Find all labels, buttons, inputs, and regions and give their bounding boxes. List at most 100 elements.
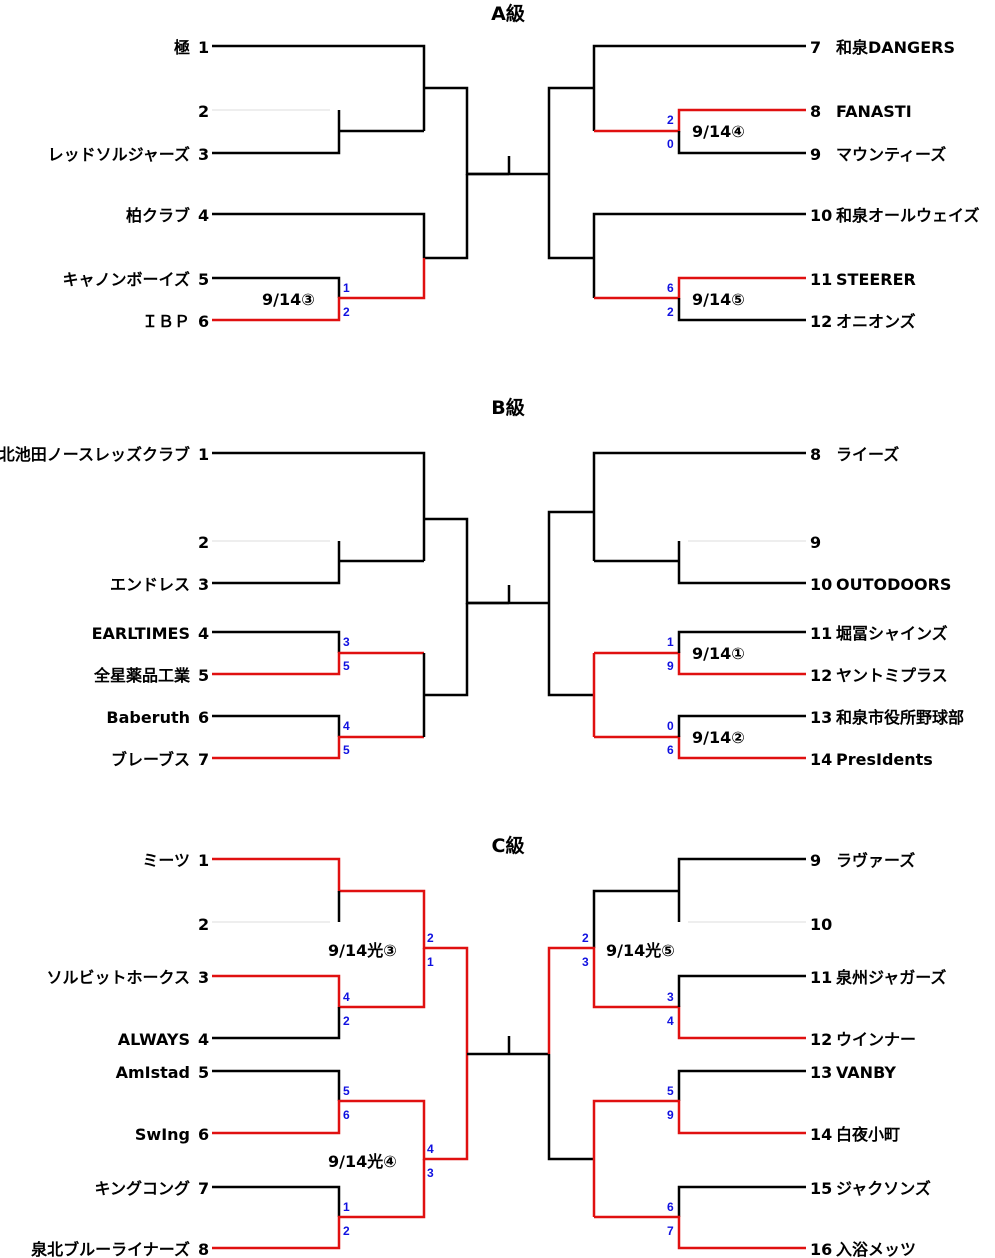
team-seed: 13 [810,1063,832,1082]
match-score: 4 [667,1014,674,1028]
match-score: 1 [427,955,434,969]
team-seed: 6 [198,312,209,331]
bracket-line [212,276,341,298]
team-name: 和泉DANGERS [836,38,955,57]
team-seed: 10 [810,915,832,934]
winner-line [212,857,469,1054]
team-seed: 9 [810,533,821,552]
bracket-a-title: A級 [491,2,525,25]
match-score: 4 [427,1142,434,1156]
team-name: 柏クラブ [126,206,190,225]
bracket-line [212,451,509,605]
team-seed: 6 [198,1125,209,1144]
team-seed: 5 [198,666,209,685]
team-name: STEERER [836,270,916,289]
match-label: 9/14光④ [328,1152,397,1171]
winner-line [594,1215,806,1250]
match-score: 6 [343,1108,350,1122]
team-name: FANASTI [836,102,912,121]
team-seed: 2 [198,533,209,552]
team-name: 北池田ノースレッズクラブ [0,445,190,464]
match-label: 9/14光⑤ [606,941,675,960]
team-name: 泉北ブルーライナーズ [31,1240,190,1258]
match-score: 5 [667,1084,674,1098]
match-score: 6 [667,281,674,295]
team-name: ジャクソンズ [836,1179,931,1198]
team-seed: 3 [198,575,209,594]
bracket-line [212,174,469,260]
team-name: 堀冨シャインズ [836,624,948,643]
match-score: 5 [343,1084,350,1098]
match-score: 3 [582,955,589,969]
match-score: 5 [343,659,350,673]
winner-line [212,735,424,760]
match-label: 9/14⑤ [692,290,745,309]
team-name: 入浴メッツ [836,1240,916,1258]
team-name: レッドソルジャーズ [48,145,190,164]
team-seed: 10 [810,206,832,225]
match-score: 3 [343,635,350,649]
match-score: 2 [667,305,674,319]
team-name: ALWAYS [118,1030,190,1049]
team-name: SwIng [135,1125,190,1144]
team-seed: 1 [198,38,209,57]
team-seed: 12 [810,1030,832,1049]
match-score: 9 [667,1108,674,1122]
bracket-line [592,857,806,948]
team-name: ヤントミプラス [836,666,948,685]
team-name: PresIdents [836,750,933,769]
winner-line [212,1159,426,1250]
match-label: 9/14③ [262,290,315,309]
team-name: OUTODOORS [836,575,951,594]
team-seed: 6 [198,708,209,727]
team-seed: 8 [810,445,821,464]
team-seed: 4 [198,624,209,643]
team-seed: 5 [198,270,209,289]
team-name: EARLTIMES [92,624,190,643]
team-name: ミーツ [142,851,190,870]
bracket-line [677,1185,806,1217]
team-seed: 3 [198,968,209,987]
team-seed: 1 [198,851,209,870]
bracket-line [212,714,341,737]
team-name: Baberuth [106,708,190,727]
team-seed: 2 [198,915,209,934]
team-name: 極 [173,38,190,57]
team-seed: 3 [198,145,209,164]
team-seed: 11 [810,270,832,289]
team-seed: 14 [810,750,832,769]
team-name: ウインナー [836,1030,916,1049]
team-seed: 12 [810,312,832,331]
team-seed: 8 [810,102,821,121]
team-seed: 14 [810,1125,832,1144]
bracket-line [212,1007,341,1040]
team-seed: 4 [198,206,209,225]
bracket-line [212,630,341,653]
match-score: 1 [343,281,350,295]
match-score: 2 [582,931,589,945]
team-seed: 8 [198,1240,209,1258]
team-name: 全星薬品工業 [93,666,191,685]
bracket-line [677,131,806,155]
bracket-b: B級 北池田ノースレッズクラブ エンドレス EARLTIMES 全星薬品工業 B… [0,396,964,769]
winner-line [212,1054,469,1161]
final-line [467,1036,549,1056]
team-seed: 5 [198,1063,209,1082]
match-score: 0 [667,719,674,733]
match-label: 9/14④ [692,122,745,141]
team-name: キングコング [94,1179,190,1198]
match-score: 4 [343,990,350,1004]
team-name: エンドレス [110,575,190,594]
bracket-line [677,1069,806,1101]
bracket-line [677,298,806,322]
bracket-line [547,1054,594,1161]
bracket-line [212,110,424,155]
match-score: 2 [427,931,434,945]
team-seed: 1 [198,445,209,464]
team-name: キャノンボーイズ [62,270,190,289]
winner-line [592,1099,806,1217]
team-seed: 9 [810,145,821,164]
match-score: 3 [667,990,674,1004]
team-seed: 7 [198,750,209,769]
